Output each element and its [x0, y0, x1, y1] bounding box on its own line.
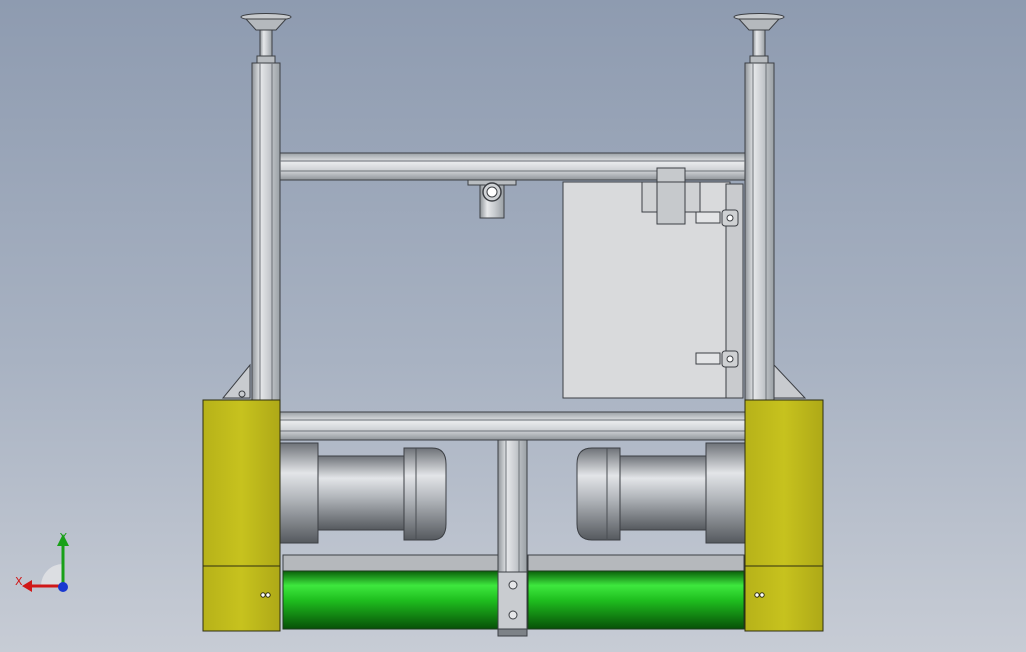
frame-post-left — [251, 62, 281, 401]
triad-graphic — [22, 534, 69, 592]
y-axis-label: Y — [60, 531, 67, 544]
bottom-cross-beam — [279, 411, 746, 441]
center-bracket — [497, 571, 528, 637]
pipe-fitting — [467, 179, 517, 219]
panel-latch-top — [695, 209, 739, 227]
leveling-foot-left — [240, 13, 292, 64]
corner-gusset-left — [221, 363, 251, 399]
leveling-foot-right — [733, 13, 785, 64]
corner-gusset-right — [773, 363, 807, 399]
center-post — [497, 439, 528, 573]
drive-motor-right — [576, 442, 746, 544]
drive-motor-left — [279, 442, 447, 544]
frame-post-right — [744, 62, 775, 401]
yellow-guard-right — [744, 399, 824, 632]
yellow-guard-left — [202, 399, 281, 632]
green-roller-left — [282, 554, 499, 630]
view-orientation-triad: Y X — [10, 530, 80, 600]
x-axis-label: X — [15, 575, 23, 588]
green-roller-right — [527, 554, 745, 630]
z-axis-dot — [58, 582, 68, 592]
panel-latch-bottom — [695, 350, 739, 368]
